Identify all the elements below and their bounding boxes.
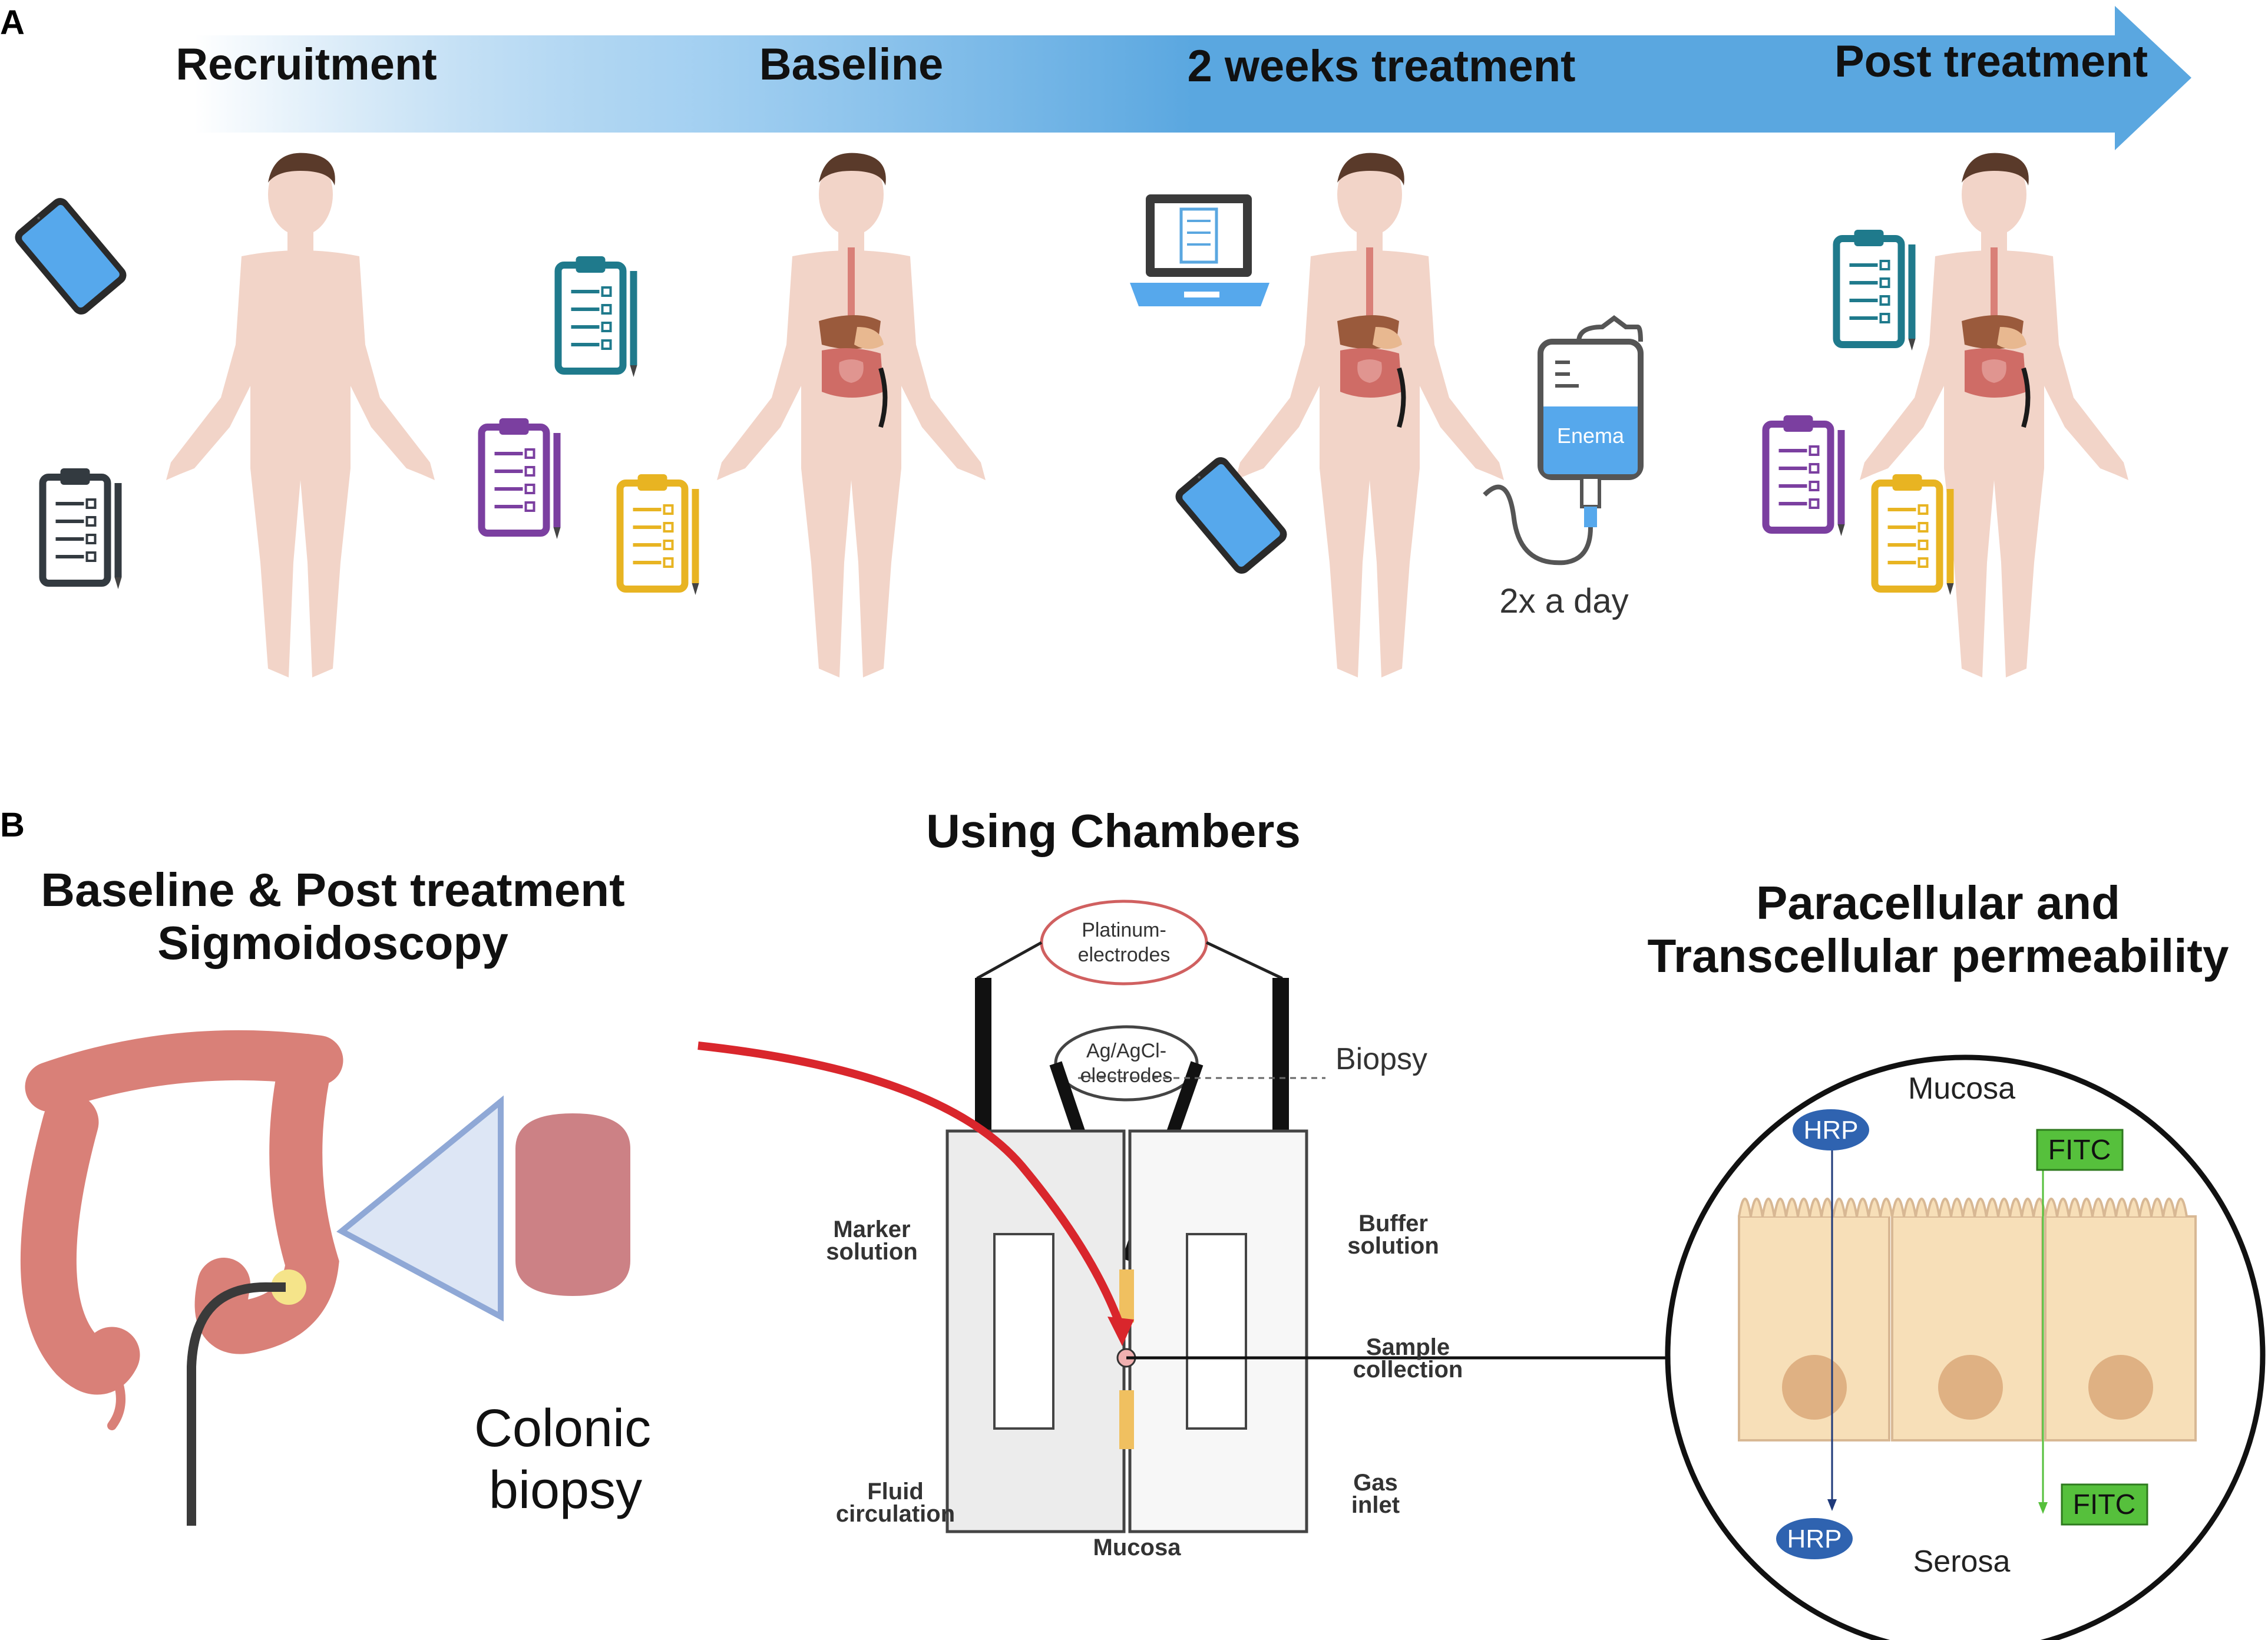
ussing-chamber-diagram — [697, 900, 1685, 1533]
chamber-mucosa-label: Mucosa — [1093, 1535, 1182, 1560]
human-body-icon — [166, 153, 435, 677]
gas-label-line1: Gas — [1353, 1470, 1398, 1496]
buffer-label-line2: solution — [1347, 1233, 1439, 1259]
permeability-diagram — [1665, 1054, 2266, 1640]
laptop-icon — [1130, 194, 1269, 306]
agagcl-label-line1: Ag/AgCl- — [1086, 1040, 1166, 1062]
phase-recruitment: Recruitment — [176, 39, 437, 90]
sample-label-line2: collection — [1353, 1357, 1463, 1383]
chambers-title: Using Chambers — [926, 805, 1301, 857]
gas-label-line2: inlet — [1351, 1492, 1400, 1518]
iv-bag-icon — [1483, 315, 1644, 566]
clipboard-icon — [482, 418, 561, 539]
human-body-icon — [717, 153, 986, 677]
smartphone-icon — [11, 194, 130, 319]
buffer-label-line1: Buffer — [1358, 1211, 1428, 1236]
enema-label: Enema — [1557, 424, 1625, 448]
clipboard-icon — [1837, 230, 1916, 351]
sample-label-line1: Sample — [1366, 1334, 1450, 1360]
sigmoidoscopy-title-line1: Baseline & Post treatment — [41, 864, 624, 916]
clipboard-icon — [1875, 474, 1954, 595]
fitc-bottom-label: FITC — [2073, 1489, 2136, 1520]
permeability-title-line2: Transcellular permeability — [1647, 930, 2229, 982]
platinum-label-line1: Platinum- — [1082, 919, 1166, 941]
smartphone-icon — [1172, 453, 1291, 578]
fluid-label-line2: circulation — [836, 1501, 955, 1527]
human-body-icon — [1235, 153, 1504, 677]
panel-a-letter: A — [0, 4, 25, 42]
biopsy-label-line1: Colonic — [474, 1399, 651, 1458]
phase-treatment: 2 weeks treatment — [1188, 41, 1576, 91]
clipboard-icon — [1766, 415, 1845, 536]
hrp-top-label: HRP — [1804, 1116, 1859, 1145]
panel-b-letter: B — [0, 806, 25, 844]
clipboard-icon — [558, 256, 637, 377]
permeability-title-line1: Paracellular and — [1756, 877, 2120, 929]
clipboard-icon — [620, 474, 699, 595]
magnify-cone — [336, 1095, 504, 1322]
phase-post-treatment: Post treatment — [1834, 37, 2148, 87]
clipboard-icon — [43, 468, 122, 589]
hrp-bottom-label: HRP — [1787, 1525, 1842, 1553]
platinum-label-line2: electrodes — [1078, 944, 1171, 966]
serosa-label: Serosa — [1913, 1545, 2011, 1579]
timeline-arrow — [194, 6, 2191, 150]
frequency-label: 2x a day — [1499, 582, 1628, 620]
biopsy-sample-icon — [515, 1113, 630, 1296]
sigmoidoscopy-title-line2: Sigmoidoscopy — [157, 917, 508, 969]
biopsy-chamber-label: Biopsy — [1335, 1042, 1427, 1076]
biopsy-label-line2: biopsy — [489, 1461, 642, 1520]
marker-label-line1: Marker — [833, 1216, 910, 1242]
fitc-top-label: FITC — [2048, 1135, 2111, 1166]
colon-icon — [20, 1030, 343, 1526]
marker-label-line2: solution — [826, 1239, 918, 1265]
agagcl-label-line2: electrodes — [1080, 1064, 1173, 1087]
fluid-label-line1: Fluid — [867, 1479, 924, 1505]
phase-baseline: Baseline — [759, 39, 944, 90]
human-body-icon — [1860, 153, 2128, 677]
mucosa-label: Mucosa — [1908, 1072, 2015, 1106]
